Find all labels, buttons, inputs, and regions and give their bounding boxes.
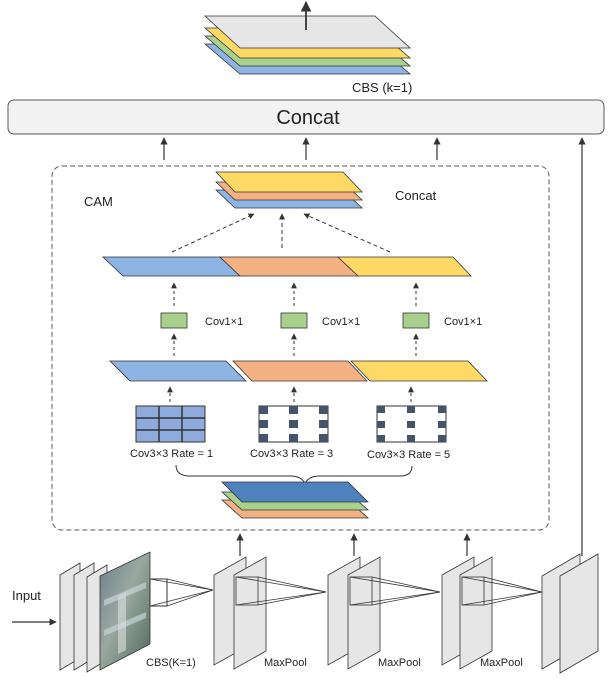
kernel-projection-1 [149, 578, 214, 591]
kernel-projection-3 [149, 589, 214, 607]
dilated-kernel-rate-3 [258, 405, 329, 443]
cbs-bottom-label: CBS(K=1) [146, 657, 196, 669]
dash-arrow-right [303, 213, 391, 253]
cov1-label-c: Cov1×1 [444, 316, 482, 328]
output-feature-stack [203, 15, 412, 75]
cov1-block-c [402, 312, 430, 329]
kernel-projection-4 [166, 589, 214, 607]
cov1-block-a [160, 312, 188, 329]
branch-brace [175, 464, 413, 486]
cam-input-stack [220, 481, 370, 519]
backbone-stage-4 [541, 553, 599, 674]
input-image-stack [59, 551, 151, 673]
maxpool-label-3: MaxPool [480, 657, 523, 669]
backbone-stage-3 [441, 556, 543, 670]
cam-label: CAM [84, 194, 113, 209]
backbone-stage-2 [327, 556, 441, 670]
kernel-projection-2 [166, 578, 214, 591]
dilated-kernel-rate-1 [135, 405, 206, 443]
dilated-kernel-rate-5 [376, 405, 447, 443]
input-label: Input [12, 588, 41, 603]
backbone-stage-1 [213, 556, 327, 670]
cbs-top-label: CBS (k=1) [352, 80, 412, 95]
cam-concat-stack [214, 171, 364, 209]
concat-bar [7, 99, 605, 135]
dilated-label-rate-5: Cov3×3 Rate = 5 [367, 449, 450, 461]
cov1-block-b [280, 312, 308, 329]
dilated-label-rate-1: Cov3×3 Rate = 1 [130, 448, 213, 460]
upper-feature-row [101, 256, 472, 277]
cov1-label-b: Cov1×1 [322, 316, 360, 328]
lower-feature-row [109, 360, 488, 382]
maxpool-label-1: MaxPool [264, 657, 307, 669]
concat-main-label: Concat [276, 107, 340, 129]
maxpool-label-2: MaxPool [378, 657, 421, 669]
cam-concat-label: Concat [395, 188, 437, 203]
input-kernel-window [149, 578, 168, 607]
cov1-label-a: Cov1×1 [205, 316, 243, 328]
dilated-label-rate-3: Cov3×3 Rate = 3 [250, 448, 333, 460]
cam-module-box [51, 165, 550, 531]
dash-arrow-left [171, 213, 255, 253]
